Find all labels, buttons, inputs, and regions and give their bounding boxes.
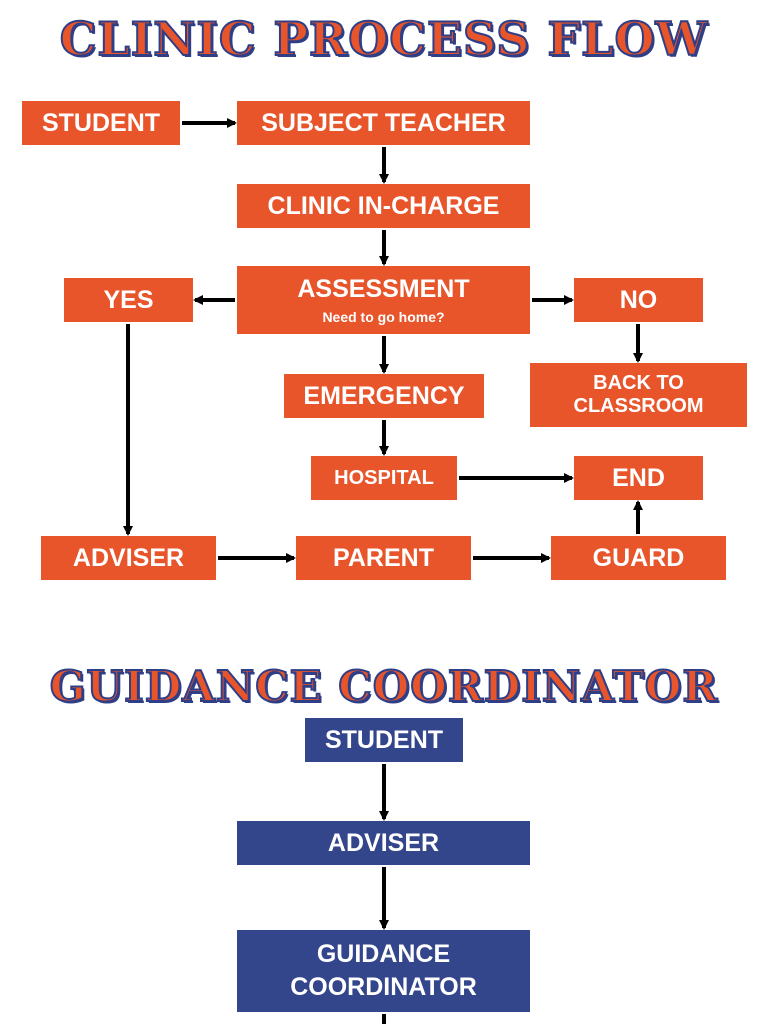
back-to-classroom-line2: CLASSROOM bbox=[573, 395, 704, 417]
adviser-label: ADVISER bbox=[72, 543, 185, 572]
guidance-student-box: STUDENT bbox=[305, 718, 463, 762]
guidance-student-label: STUDENT bbox=[324, 725, 444, 754]
clinic-flow-title: CLINIC PROCESS FLOW bbox=[59, 11, 709, 67]
guidance-flow-title: GUIDANCE COORDINATOR bbox=[49, 661, 719, 712]
hospital-label: HOSPITAL bbox=[334, 466, 434, 489]
emergency-box: EMERGENCY bbox=[284, 374, 484, 418]
guidance-coordinator-line2: COORDINATOR bbox=[290, 973, 477, 1001]
subject-teacher-label: SUBJECT TEACHER bbox=[261, 108, 506, 137]
assessment-label: ASSESSMENT bbox=[297, 274, 470, 303]
parent-box: PARENT bbox=[296, 536, 471, 580]
end-label: END bbox=[612, 463, 665, 492]
assessment-box: ASSESSMENT Need to go home? bbox=[237, 266, 530, 334]
student-label: STUDENT bbox=[41, 108, 161, 137]
hospital-box: HOSPITAL bbox=[311, 456, 457, 500]
no-label: NO bbox=[619, 285, 658, 314]
clinic-in-charge-box: CLINIC IN-CHARGE bbox=[237, 184, 530, 228]
no-box: NO bbox=[574, 278, 703, 322]
end-box: END bbox=[574, 456, 703, 500]
guidance-adviser-label: ADVISER bbox=[327, 828, 440, 857]
subject-teacher-box: SUBJECT TEACHER bbox=[237, 101, 530, 145]
guard-label: GUARD bbox=[592, 543, 685, 572]
yes-box: YES bbox=[64, 278, 193, 322]
emergency-label: EMERGENCY bbox=[303, 381, 465, 410]
guidance-coordinator-line1: GUIDANCE bbox=[316, 940, 451, 969]
parent-label: PARENT bbox=[333, 543, 434, 572]
back-to-classroom-box: BACK TO CLASSROOM bbox=[530, 363, 747, 427]
guard-box: GUARD bbox=[551, 536, 726, 580]
adviser-box: ADVISER bbox=[41, 536, 216, 580]
clinic-in-charge-label: CLINIC IN-CHARGE bbox=[267, 191, 500, 220]
student-box: STUDENT bbox=[22, 101, 180, 145]
assessment-question: Need to go home? bbox=[322, 309, 445, 326]
back-to-classroom-line1: BACK TO bbox=[593, 372, 684, 394]
yes-label: YES bbox=[103, 285, 154, 314]
guidance-coordinator-box: GUIDANCE COORDINATOR bbox=[237, 930, 530, 1012]
guidance-adviser-box: ADVISER bbox=[237, 821, 530, 865]
